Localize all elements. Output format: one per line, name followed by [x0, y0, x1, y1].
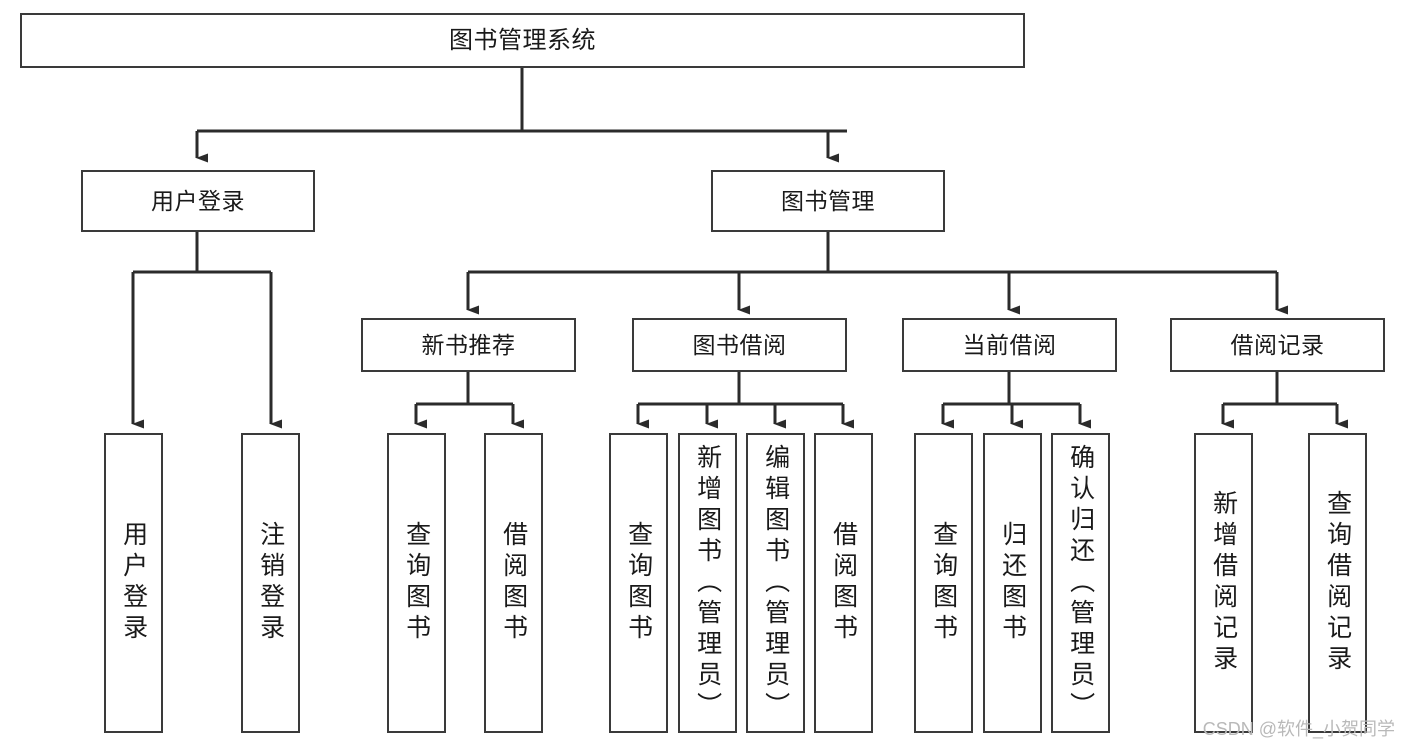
node-label: 编辑图书（管理员）	[761, 443, 790, 723]
node-label: 用户登录	[151, 187, 245, 214]
node-label: 借阅记录	[1230, 331, 1325, 358]
node-label: 新增图书（管理员）	[693, 443, 722, 723]
node-label: 查询借阅记录	[1323, 490, 1352, 676]
node-label: 查询图书	[624, 521, 653, 645]
node-new-book-recommend[interactable]: 新书推荐	[361, 318, 576, 372]
node-label: 确认归还（管理员）	[1066, 443, 1095, 723]
node-label: 当前借阅	[962, 331, 1057, 358]
node-label: 图书借阅	[692, 331, 787, 358]
node-label: 查询图书	[929, 521, 958, 645]
node-label: 查询图书	[402, 521, 431, 645]
node-user-login[interactable]: 用户登录	[81, 170, 315, 232]
node-label: 借阅图书	[499, 521, 528, 645]
node-label: 图书管理	[781, 187, 875, 214]
leaf-add-borrow-record[interactable]: 新增借阅记录	[1194, 433, 1253, 733]
node-current-borrow[interactable]: 当前借阅	[902, 318, 1117, 372]
node-label: 归还图书	[998, 521, 1027, 645]
node-borrow-record[interactable]: 借阅记录	[1170, 318, 1385, 372]
leaf-add-book-admin[interactable]: 新增图书（管理员）	[678, 433, 737, 733]
node-label: 用户登录	[119, 521, 148, 645]
leaf-query-book-current[interactable]: 查询图书	[914, 433, 973, 733]
leaf-return-book[interactable]: 归还图书	[983, 433, 1042, 733]
leaf-borrow-book[interactable]: 借阅图书	[814, 433, 873, 733]
leaf-query-borrow-record[interactable]: 查询借阅记录	[1308, 433, 1367, 733]
leaf-logout-login[interactable]: 注销登录	[241, 433, 300, 733]
node-label: 图书管理系统	[449, 26, 596, 54]
leaf-query-book-recommend[interactable]: 查询图书	[387, 433, 446, 733]
node-label: 新增借阅记录	[1209, 490, 1238, 676]
node-label: 注销登录	[256, 521, 285, 645]
leaf-user-login[interactable]: 用户登录	[104, 433, 163, 733]
node-label: 借阅图书	[829, 521, 858, 645]
leaf-confirm-return-admin[interactable]: 确认归还（管理员）	[1051, 433, 1110, 733]
node-label: 新书推荐	[421, 331, 516, 358]
node-book-management[interactable]: 图书管理	[711, 170, 945, 232]
node-root-book-management-system[interactable]: 图书管理系统	[20, 13, 1025, 68]
leaf-query-book-borrow[interactable]: 查询图书	[609, 433, 668, 733]
leaf-borrow-book-recommend[interactable]: 借阅图书	[484, 433, 543, 733]
csdn-watermark: CSDN @软件_小贺同学	[1202, 719, 1395, 739]
node-book-borrow[interactable]: 图书借阅	[632, 318, 847, 372]
leaf-edit-book-admin[interactable]: 编辑图书（管理员）	[746, 433, 805, 733]
